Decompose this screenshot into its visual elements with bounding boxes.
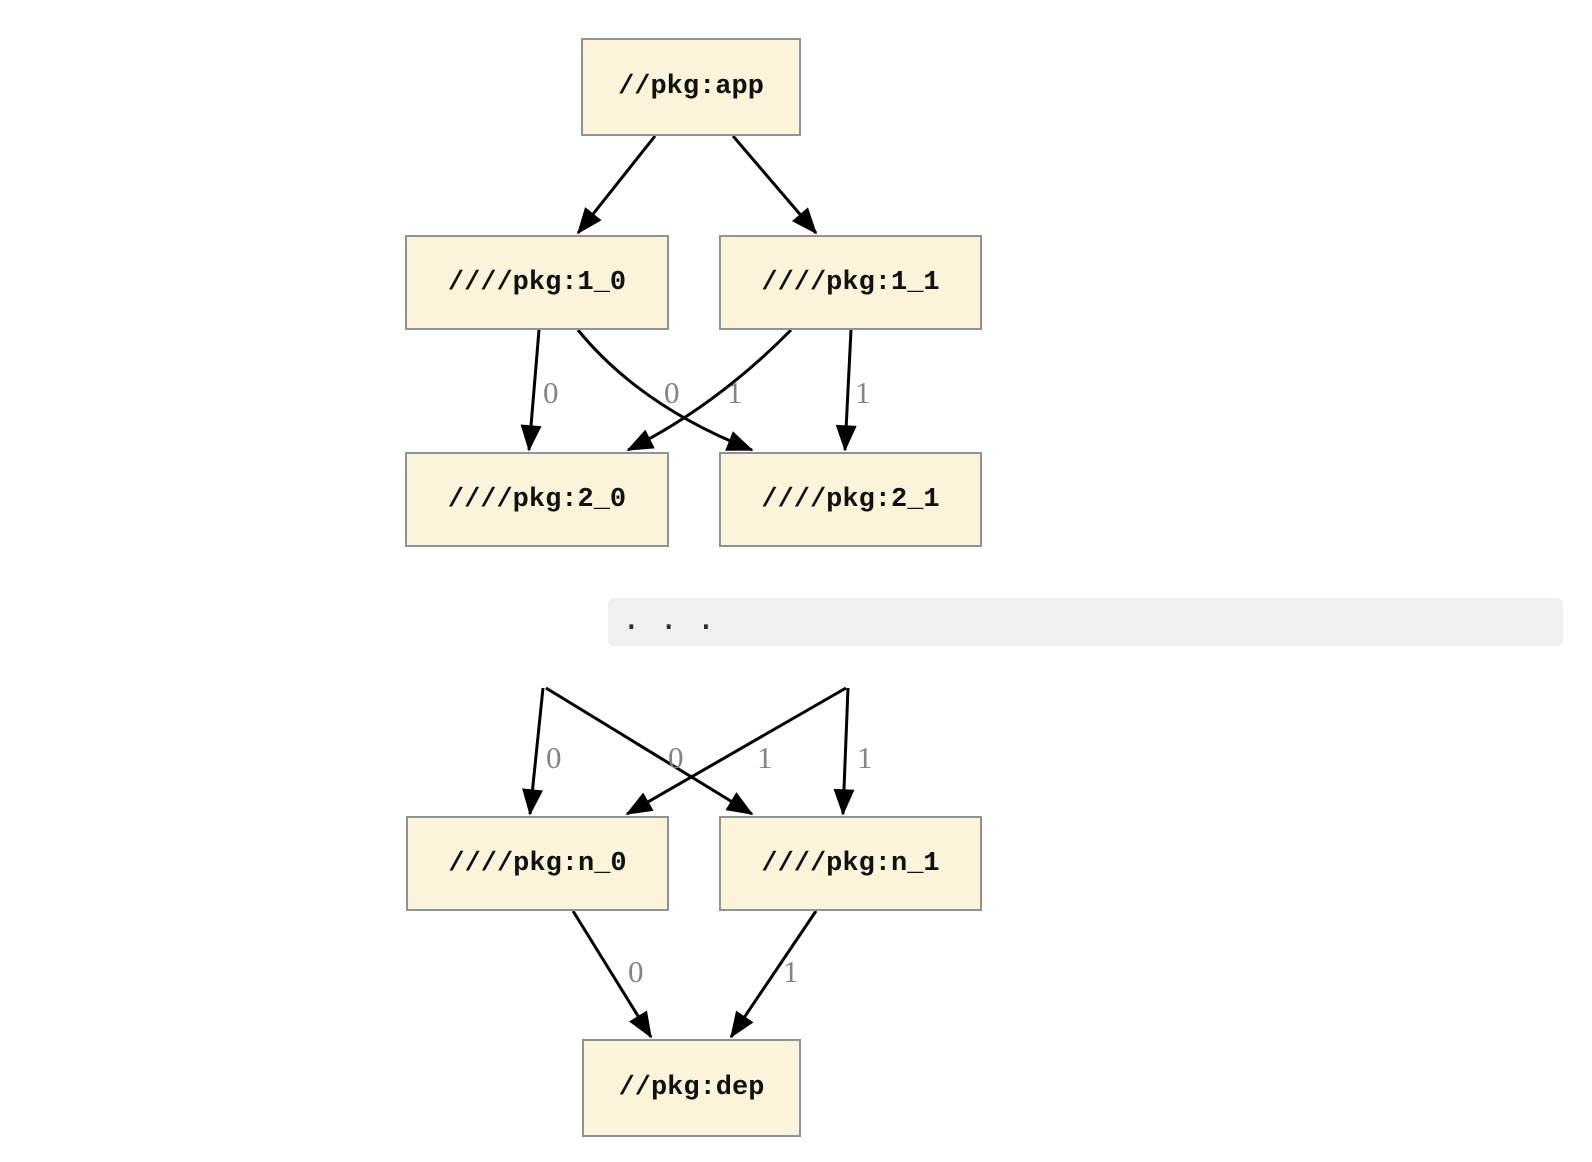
graph-edge-hidden-left-to-n_0 bbox=[522, 687, 545, 816]
graph-edge-label-hidden-left-to-n_1: 1 bbox=[757, 740, 773, 775]
graph-node-label: ////pkg:1_0 bbox=[447, 267, 627, 298]
graph-node-label: ////pkg:1_1 bbox=[761, 267, 940, 298]
graph-edge-label-hidden-left-to-n_0: 0 bbox=[546, 740, 562, 775]
graph-edge-n_0-to-dep bbox=[571, 910, 653, 1039]
graph-edge-app-to-1_0 bbox=[576, 135, 657, 235]
graph-edge-hidden-right-to-n_1 bbox=[833, 687, 855, 816]
graph-node-label: ////pkg:n_1 bbox=[761, 848, 940, 879]
graph-edge-label-hidden-right-to-n_0: 0 bbox=[668, 740, 684, 775]
graph-node-n_1: ////pkg:n_1 bbox=[719, 816, 982, 911]
graph-node-1_0: ////pkg:1_0 bbox=[405, 235, 669, 330]
graph-node-dep: //pkg:dep bbox=[582, 1039, 801, 1137]
graph-edge-1_0-to-2_1 bbox=[576, 329, 754, 452]
graph-edge-label-1_0-to-2_0: 0 bbox=[543, 375, 559, 410]
graph-edge-label-n_0-to-dep: 0 bbox=[628, 954, 644, 989]
graph-edge-label-1_1-to-2_0: 0 bbox=[664, 375, 680, 410]
graph-edge-1_1-to-2_0 bbox=[626, 328, 793, 452]
graph-node-label: ////pkg:n_0 bbox=[448, 848, 627, 879]
graph-node-app: //pkg:app bbox=[581, 38, 801, 136]
graph-edge-1_1-to-2_1 bbox=[835, 329, 857, 452]
graph-node-label: //pkg:app bbox=[618, 72, 764, 102]
graph-node-label: ////pkg:2_1 bbox=[761, 484, 940, 515]
graph-node-2_0: ////pkg:2_0 bbox=[405, 452, 669, 547]
graph-edge-label-1_0-to-2_1: 1 bbox=[727, 375, 743, 410]
graph-edge-hidden-right-to-n_0 bbox=[625, 686, 847, 816]
ellipsis-band: . . . bbox=[608, 598, 1563, 646]
graph-edge-1_0-to-2_0 bbox=[520, 329, 542, 452]
graph-edge-label-n_1-to-dep: 1 bbox=[783, 954, 799, 989]
graph-node-2_1: ////pkg:2_1 bbox=[719, 452, 982, 547]
graph-node-label: ////pkg:2_0 bbox=[447, 484, 627, 515]
ellipsis-text: . . . bbox=[622, 600, 716, 637]
graph-edge-label-1_1-to-2_1: 1 bbox=[855, 375, 871, 410]
graph-node-1_1: ////pkg:1_1 bbox=[719, 235, 982, 330]
graph-edge-n_1-to-dep bbox=[729, 910, 818, 1039]
graph-edge-hidden-left-to-n_1 bbox=[545, 686, 754, 816]
graph-edge-app-to-1_1 bbox=[731, 135, 818, 235]
graph-edge-label-hidden-right-to-n_1: 1 bbox=[857, 740, 873, 775]
graph-node-label: //pkg:dep bbox=[618, 1073, 765, 1103]
graph-node-n_0: ////pkg:n_0 bbox=[406, 816, 669, 911]
